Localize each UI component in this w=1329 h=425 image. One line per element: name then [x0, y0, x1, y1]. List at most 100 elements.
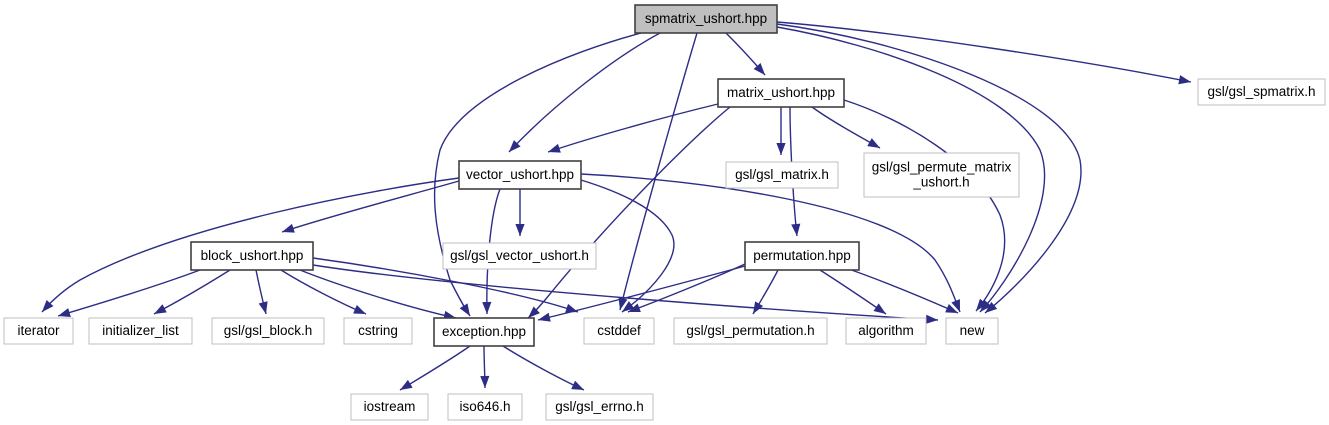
edge-block-to-initializer_list [153, 269, 231, 315]
edge-matrix-to-new [843, 99, 1006, 312]
node-permutation[interactable]: permutation.hpp [744, 241, 860, 271]
edge-permutation-to-algorithm [819, 269, 887, 315]
node-box[interactable] [1197, 78, 1326, 106]
node-box[interactable] [88, 317, 193, 345]
node-block[interactable]: block_ushort.hpp [190, 241, 314, 271]
edge-block-to-iterator [57, 269, 201, 317]
arrow-head [353, 305, 366, 314]
node-box[interactable] [442, 242, 597, 270]
node-box[interactable] [725, 161, 839, 189]
node-box[interactable] [945, 317, 999, 345]
edge-spmatrix-to-vector [433, 32, 642, 317]
node-exception[interactable]: exception.hpp [433, 317, 535, 347]
node-label: cstring [358, 323, 398, 338]
node-box[interactable] [3, 317, 74, 345]
edge-matrix-to-gsl_matrix [776, 107, 786, 155]
node-new[interactable]: new [945, 317, 999, 345]
node-box[interactable] [458, 160, 582, 190]
arrow-head [509, 140, 521, 152]
edge-permutation-to-new [839, 265, 959, 314]
node-box[interactable] [845, 317, 927, 345]
arrow-head [925, 314, 938, 324]
arrow-head [873, 303, 886, 314]
node-gsl_matrix[interactable]: gsl/gsl_matrix.h [725, 161, 839, 189]
arrow-head [480, 375, 490, 388]
edge-spmatrix-to-cstddef [618, 32, 698, 311]
node-label: algorithm [858, 323, 914, 338]
edge-spmatrix-to-new [776, 23, 1082, 314]
edge-vector-to-gsl_vector_ushort [515, 189, 525, 236]
node-algorithm[interactable]: algorithm [845, 317, 927, 345]
edge-matrix-to-gsl_permute_matrix [811, 106, 881, 149]
node-iterator[interactable]: iterator [3, 317, 74, 345]
arrow-head [515, 224, 525, 236]
edge-block-to-cstring [280, 269, 367, 315]
node-label: iostream [364, 399, 416, 414]
node-iostream[interactable]: iostream [350, 393, 429, 421]
node-box[interactable] [744, 241, 860, 271]
edge-permutation-to-exception [537, 265, 746, 322]
node-gsl_block[interactable]: gsl/gsl_block.h [211, 317, 325, 345]
edge-exception-to-gsl_errno [502, 345, 585, 391]
node-spmatrix[interactable]: spmatrix_ushort.hpp [634, 4, 778, 34]
arrow-head [753, 62, 765, 75]
node-box[interactable] [447, 393, 523, 421]
node-cstring[interactable]: cstring [343, 317, 413, 345]
node-matrix[interactable]: matrix_ushort.hpp [717, 78, 845, 108]
arrow-head [951, 299, 960, 312]
node-box[interactable] [634, 4, 778, 34]
node-box[interactable] [190, 241, 314, 271]
edge-exception-to-iso646 [480, 345, 490, 389]
arrow-head [400, 379, 413, 390]
arrow-head [753, 301, 764, 314]
node-box[interactable] [433, 317, 535, 347]
node-label: matrix_ushort.hpp [727, 85, 835, 100]
node-initializer_list[interactable]: initializer_list [88, 317, 193, 345]
arrow-head [776, 143, 786, 155]
nodes-layer: spmatrix_ushort.hpp gsl/gsl_spmatrix.h mat… [3, 4, 1326, 421]
node-label: gsl/gsl_permute_matrix_ushort.h [872, 159, 1012, 189]
arrow-head [459, 303, 470, 316]
node-label: gsl/gsl_matrix.h [735, 167, 829, 182]
arrow-head [628, 303, 641, 313]
arrow-head [571, 380, 584, 390]
edge-spmatrix-to-matrix [725, 32, 766, 76]
node-box[interactable] [863, 152, 1020, 198]
node-label: exception.hpp [442, 324, 526, 339]
arrow-head [548, 143, 561, 153]
node-gsl_spmatrix[interactable]: gsl/gsl_spmatrix.h [1197, 78, 1326, 106]
node-box[interactable] [545, 393, 654, 421]
node-label: vector_ushort.hpp [466, 167, 574, 182]
arrow-head [985, 301, 998, 313]
node-box[interactable] [673, 317, 828, 345]
edge-permutation-to-cstddef [627, 263, 746, 313]
node-gsl_errno[interactable]: gsl/gsl_errno.h [545, 393, 654, 421]
node-box[interactable] [717, 78, 845, 108]
node-box[interactable] [211, 317, 325, 345]
node-box[interactable] [583, 317, 655, 345]
arrow-head [538, 312, 551, 322]
node-cstddef[interactable]: cstddef [583, 317, 655, 345]
edge-vector-to-new [580, 173, 961, 313]
node-box[interactable] [343, 317, 413, 345]
arrow-head [618, 297, 628, 310]
node-label: iterator [17, 323, 60, 338]
node-box[interactable] [350, 393, 429, 421]
edge-vector-to-iterator [41, 177, 460, 313]
node-gsl_permute_matrix[interactable]: gsl/gsl_permute_matrix_ushort.h [863, 152, 1020, 198]
arrow-head [791, 223, 801, 236]
node-iso646[interactable]: iso646.h [447, 393, 523, 421]
node-label: spmatrix_ushort.hpp [645, 11, 767, 26]
arrow-head [867, 138, 880, 148]
node-vector[interactable]: vector_ushort.hpp [458, 160, 582, 190]
edge-block-to-gsl_block [255, 269, 268, 315]
node-label: gsl/gsl_vector_ushort.h [450, 248, 589, 263]
node-label: gsl/gsl_errno.h [555, 399, 644, 414]
node-gsl_permutation[interactable]: gsl/gsl_permutation.h [673, 317, 828, 345]
node-label: gsl/gsl_block.h [224, 323, 313, 338]
edge-spmatrix-to-vector [508, 32, 661, 153]
node-gsl_vector_ushort[interactable]: gsl/gsl_vector_ushort.h [442, 242, 597, 270]
edges-layer [41, 21, 1192, 391]
node-label: cstddef [597, 323, 641, 338]
